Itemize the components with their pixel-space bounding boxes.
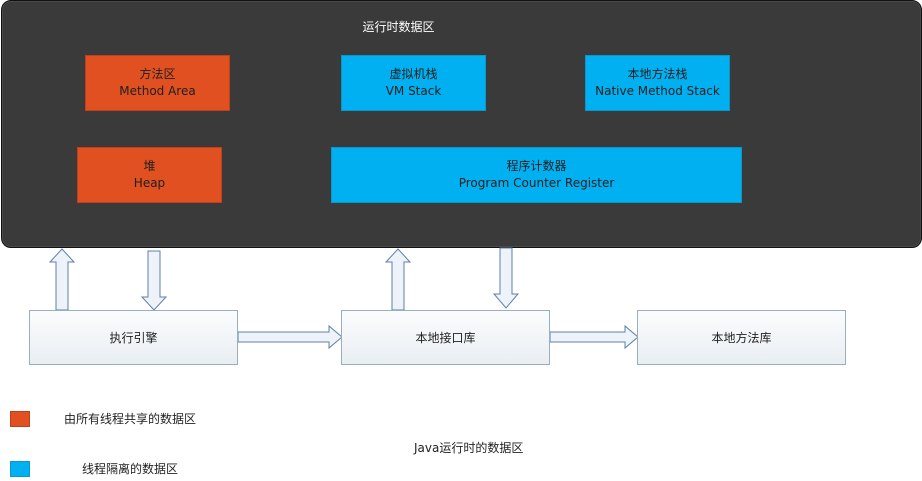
- arrow-up-engine: [48, 248, 76, 311]
- method-area-box: 方法区 Method Area: [85, 55, 230, 111]
- arrow-up-interface: [384, 248, 412, 311]
- method-area-zh: 方法区: [139, 67, 176, 81]
- arrow-down-interface: [492, 247, 520, 309]
- legend-shared-swatch: [10, 411, 30, 427]
- legend-isolated-label: 线程隔离的数据区: [82, 462, 179, 476]
- arrow-right-interface-library: [549, 324, 639, 350]
- vm-stack-en: VM Stack: [385, 84, 442, 98]
- runtime-data-area: 运行时数据区: [1, 0, 922, 248]
- native-method-stack-en: Native Method Stack: [595, 84, 720, 98]
- native-interface-box: 本地接口库: [341, 310, 550, 365]
- heap-zh: 堆: [143, 159, 156, 173]
- arrow-down-engine: [140, 250, 168, 311]
- native-library-box: 本地方法库: [637, 310, 846, 365]
- program-counter-box: 程序计数器 Program Counter Register: [331, 147, 742, 203]
- legend-isolated-swatch: [10, 461, 30, 477]
- heap-en: Heap: [133, 176, 166, 190]
- execution-engine-label: 执行引擎: [109, 331, 158, 345]
- heap-box: 堆 Heap: [77, 147, 222, 203]
- vm-stack-zh: 虚拟机栈: [389, 67, 438, 81]
- native-library-label: 本地方法库: [711, 331, 772, 345]
- arrow-right-engine-interface: [237, 324, 343, 350]
- native-interface-label: 本地接口库: [415, 331, 476, 345]
- vm-stack-box: 虚拟机栈 VM Stack: [341, 55, 486, 111]
- program-counter-zh: 程序计数器: [506, 159, 567, 173]
- native-method-stack-box: 本地方法栈 Native Method Stack: [585, 55, 730, 111]
- execution-engine-box: 执行引擎: [29, 310, 238, 365]
- diagram-caption: Java运行时的数据区: [414, 441, 524, 455]
- program-counter-en: Program Counter Register: [458, 176, 615, 190]
- legend-shared-label: 由所有线程共享的数据区: [64, 412, 197, 426]
- method-area-en: Method Area: [119, 84, 196, 98]
- runtime-area-title: 运行时数据区: [362, 20, 435, 34]
- native-method-stack-zh: 本地方法栈: [627, 67, 688, 81]
